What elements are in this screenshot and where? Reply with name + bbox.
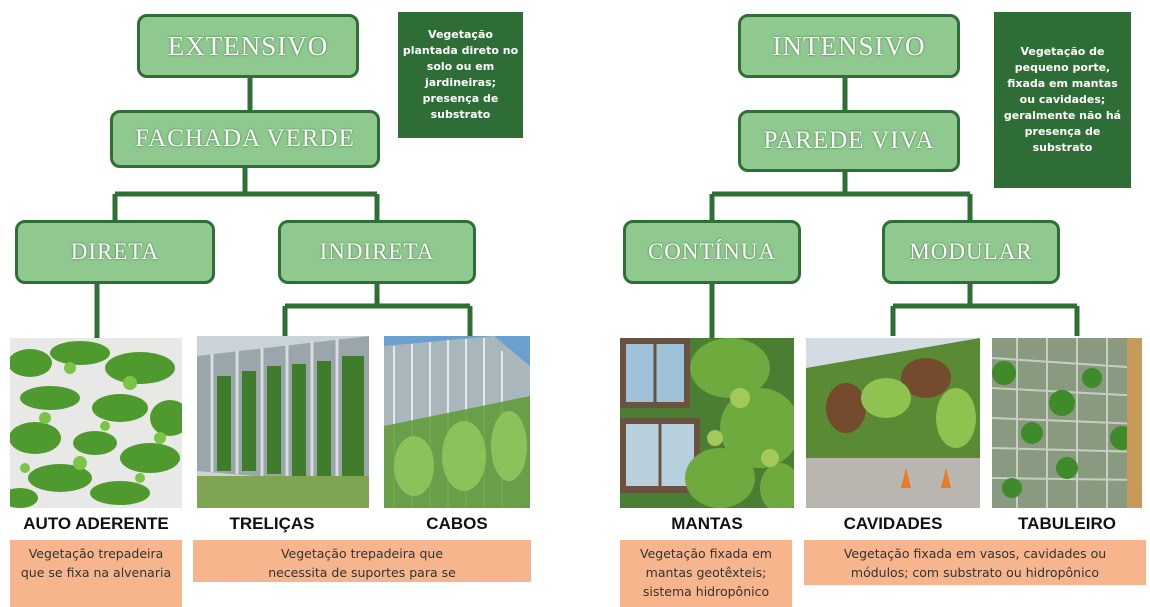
photo-trelicas — [197, 336, 369, 508]
photo-auto-aderente — [10, 338, 182, 508]
label-cavidades: CAVIDADES — [843, 514, 943, 533]
label-trelicas: TRELIÇAS — [229, 514, 315, 533]
node-intensivo: INTENSIVO — [738, 14, 960, 78]
photo-cavidades — [806, 338, 980, 508]
photo-tabuleiro — [992, 338, 1142, 508]
desc-indireta: Vegetação trepadeira que necessita de su… — [193, 540, 531, 582]
note-extensivo: Vegetação plantada direto no solo ou em … — [398, 12, 523, 138]
node-modular: MODULAR — [882, 220, 1060, 284]
label-tabuleiro: TABULEIRO — [1018, 514, 1116, 533]
label-mantas: MANTAS — [671, 514, 743, 533]
desc-auto-aderente: Vegetação trepadeira que se fixa na alve… — [10, 540, 182, 607]
node-fachada-verde: FACHADA VERDE — [110, 110, 380, 168]
desc-modular: Vegetação fixada em vasos, cavidades ou … — [804, 540, 1146, 585]
label-auto-aderente: AUTO ADERENTE — [23, 514, 169, 533]
desc-mantas: Vegetação fixada em mantas geotêxteis; s… — [620, 540, 792, 607]
photo-cabos — [384, 336, 530, 508]
node-indireta: INDIRETA — [278, 220, 476, 284]
node-continua: CONTÍNUA — [623, 220, 801, 284]
note-intensivo: Vegetação de pequeno porte, fixada em ma… — [994, 12, 1131, 188]
node-parede-viva: PAREDE VIVA — [738, 110, 960, 172]
photo-mantas — [620, 338, 794, 508]
node-direta: DIRETA — [15, 220, 215, 284]
node-extensivo: EXTENSIVO — [137, 14, 359, 78]
label-cabos: CABOS — [426, 514, 488, 533]
